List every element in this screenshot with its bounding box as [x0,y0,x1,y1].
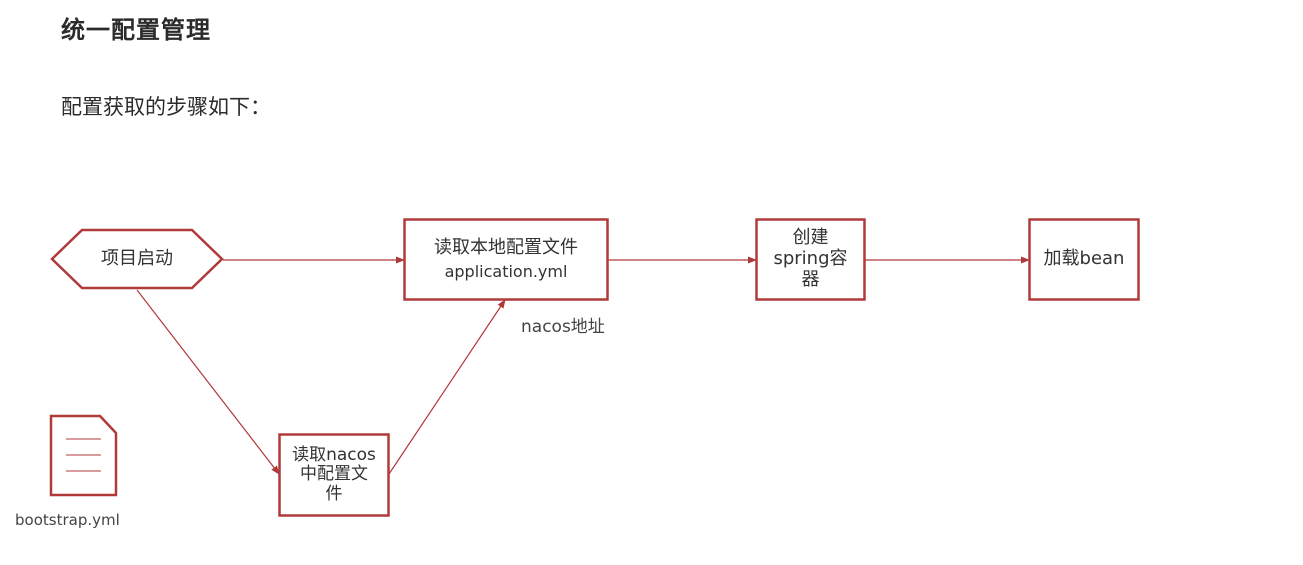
read-nacos-label-line1: 读取nacos [292,444,376,465]
read-local-node-shape [403,218,609,301]
start-node-shape [50,228,224,290]
load-bean-node: 加载bean [1031,221,1137,298]
create-container-label-line3: 器 [801,268,820,290]
document-icon [49,414,118,497]
create-container-node-shape [755,218,866,301]
read-local-node: 读取本地配置文件 application.yml [406,221,606,298]
create-container-label-line2: spring容 [773,248,848,270]
arrow-start-to-nacos [136,289,280,475]
read-nacos-label-line2: 中配置文 [300,464,368,485]
start-node-label: 项目启动 [101,247,173,269]
bootstrap-file-label: bootstrap.yml [15,511,120,529]
read-nacos-node: 读取nacos 中配置文 件 [281,436,387,514]
nacos-address-label: nacos地址 [521,317,605,337]
start-node: 项目启动 [82,230,192,288]
read-local-label-line2: application.yml [444,261,568,281]
page-title: 统一配置管理 [61,16,211,44]
arrow-nacos-to-local [388,299,506,475]
create-container-node: 创建 spring容 器 [758,221,863,298]
read-local-label-line1: 读取本地配置文件 [434,237,578,259]
create-container-label-line1: 创建 [792,227,829,249]
read-nacos-node-shape [278,433,390,517]
load-bean-label: 加载bean [1043,248,1125,270]
read-nacos-label-line3: 件 [325,483,343,504]
load-bean-node-shape [1028,218,1140,301]
page-subtitle: 配置获取的步骤如下： [61,95,271,119]
